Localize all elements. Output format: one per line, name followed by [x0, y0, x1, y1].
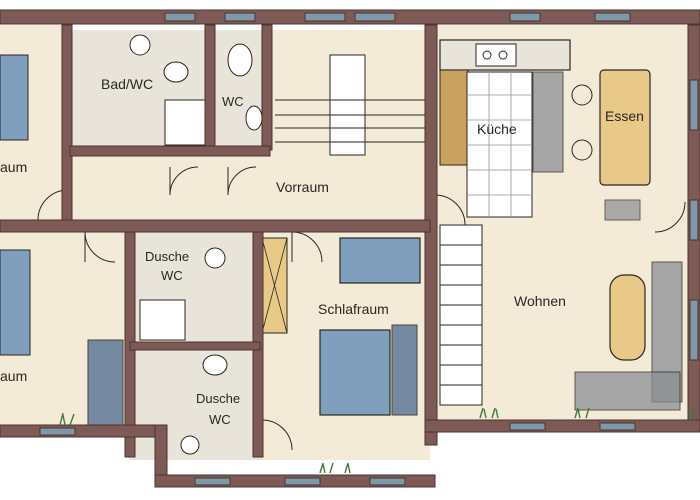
label-kueche: Küche: [477, 121, 517, 137]
label-bad-wc: Bad/WC: [101, 76, 153, 92]
bath-fixtures: [129, 34, 263, 455]
windows: [39, 12, 699, 486]
label-vorraum: Vorraum: [276, 179, 329, 195]
stairs: [275, 54, 483, 406]
label-wohnen: Wohnen: [514, 293, 566, 309]
living-furniture: [574, 261, 683, 411]
label-left-bottom: aum: [0, 368, 27, 384]
beds: [0, 54, 421, 426]
label-dusche-1: Dusche: [145, 249, 189, 264]
label-dusche-2: Dusche: [196, 391, 240, 406]
label-left-top: aum: [0, 159, 27, 175]
label-schlafraum: Schlafraum: [318, 301, 389, 317]
label-wc-2: WC: [209, 412, 231, 427]
room-labels: Bad/WC WC Vorraum Küche Essen Wohnen Sch…: [0, 76, 644, 427]
kitchen-furniture: [439, 39, 571, 218]
label-wc-1: WC: [161, 268, 183, 283]
label-wc-top: WC: [222, 94, 244, 109]
grass: [59, 407, 696, 474]
dining-furniture: [571, 69, 651, 221]
label-essen: Essen: [605, 108, 644, 124]
